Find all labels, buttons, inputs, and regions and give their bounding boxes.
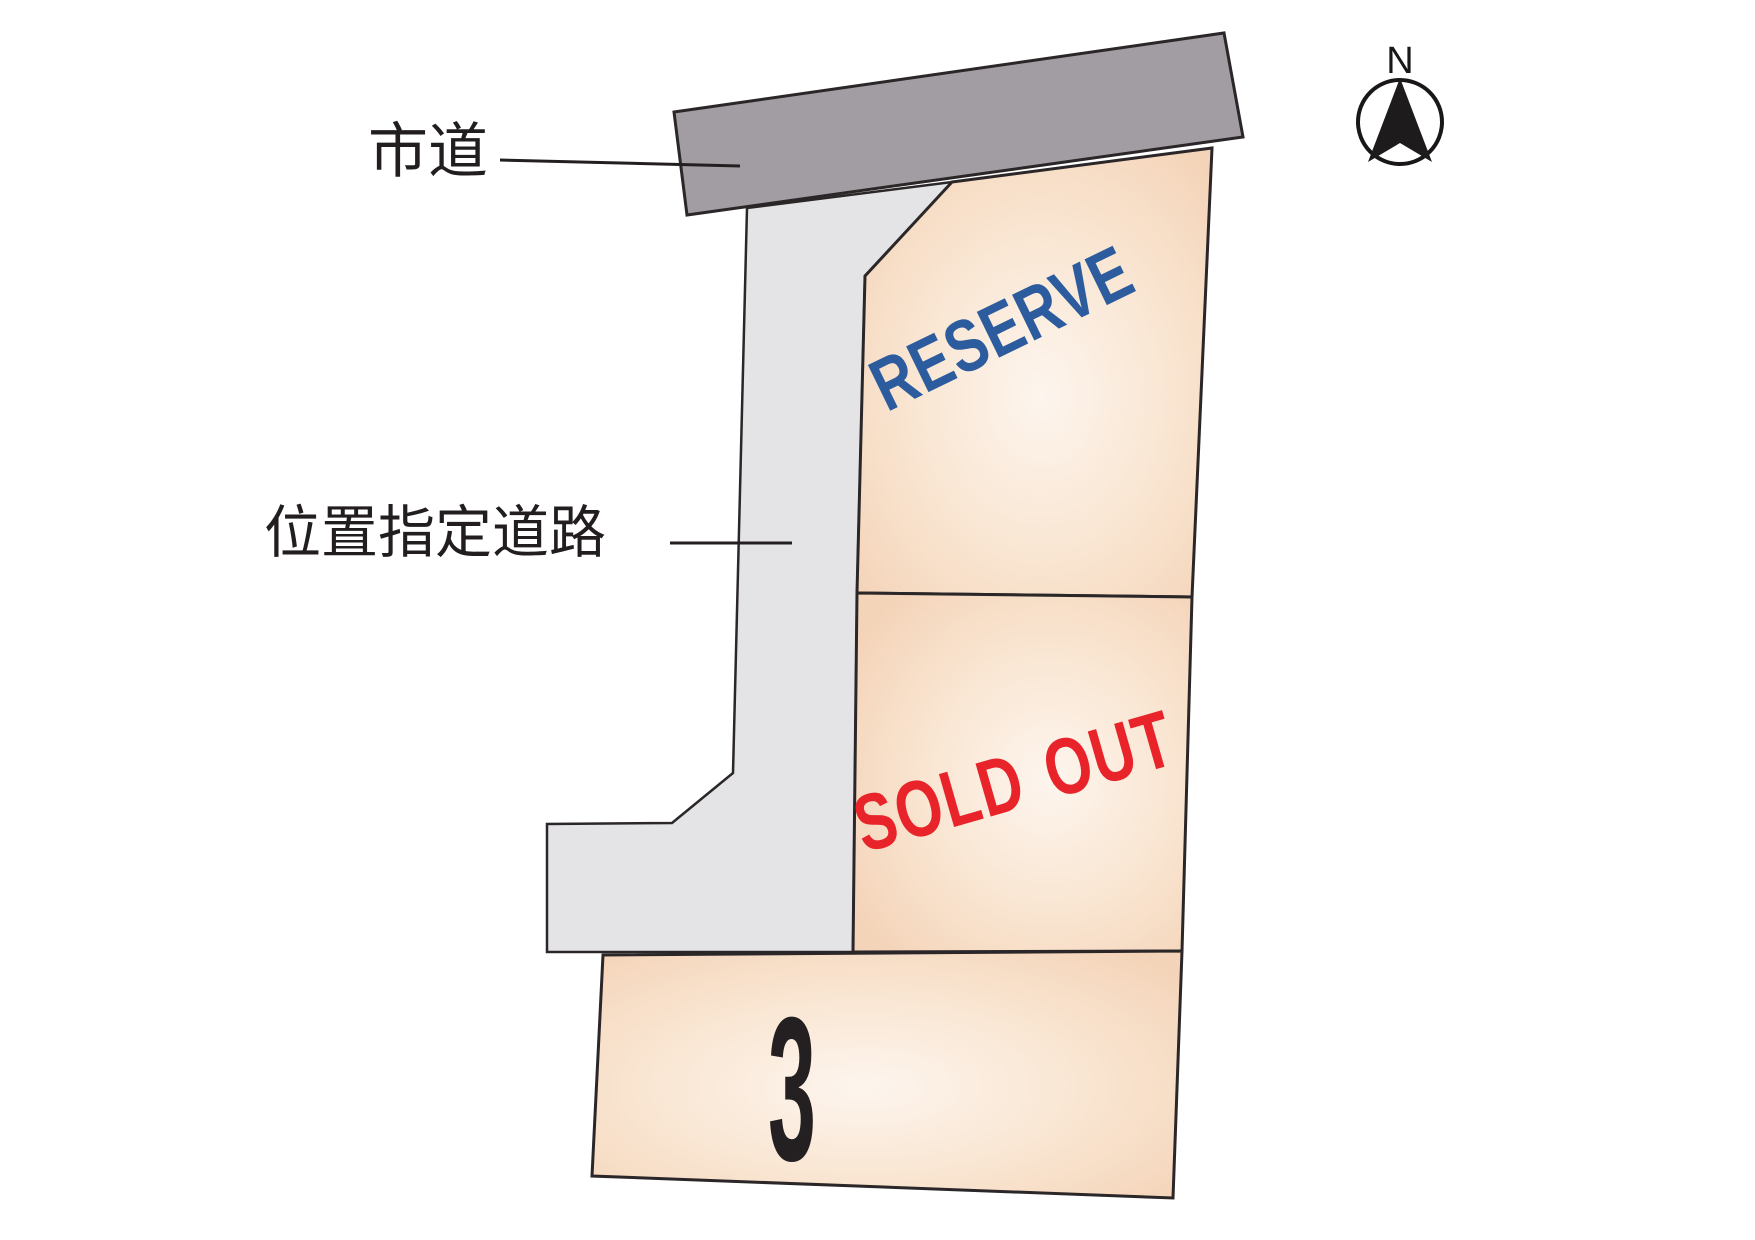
compass-north-label: N xyxy=(1386,40,1413,82)
city-road-shape xyxy=(672,31,1245,217)
city-road-leader-line xyxy=(499,158,741,168)
compass-north-arrow-icon xyxy=(1368,78,1432,162)
lot-3-shape xyxy=(590,949,1184,1200)
lot-3-number: 3 xyxy=(768,976,816,1204)
compass: N xyxy=(1356,40,1444,166)
city-road-label: 市道 xyxy=(368,118,488,185)
designated-road-label: 位置指定道路 xyxy=(264,501,606,565)
